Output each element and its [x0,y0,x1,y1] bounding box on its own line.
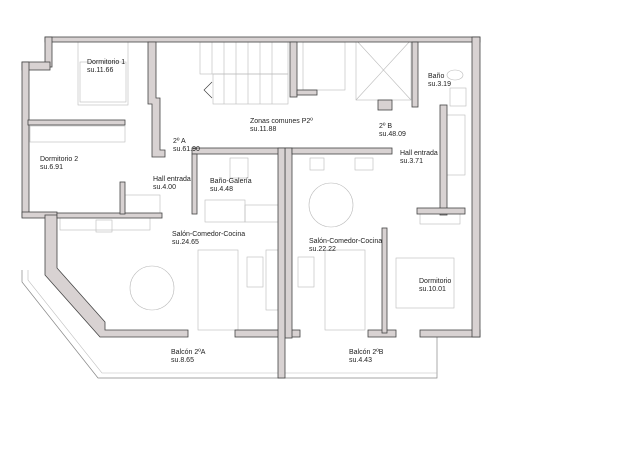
staircase [199,41,289,105]
walls [21,36,481,379]
balcony-outline [21,270,438,379]
shaft [302,39,412,101]
furniture [29,39,467,331]
